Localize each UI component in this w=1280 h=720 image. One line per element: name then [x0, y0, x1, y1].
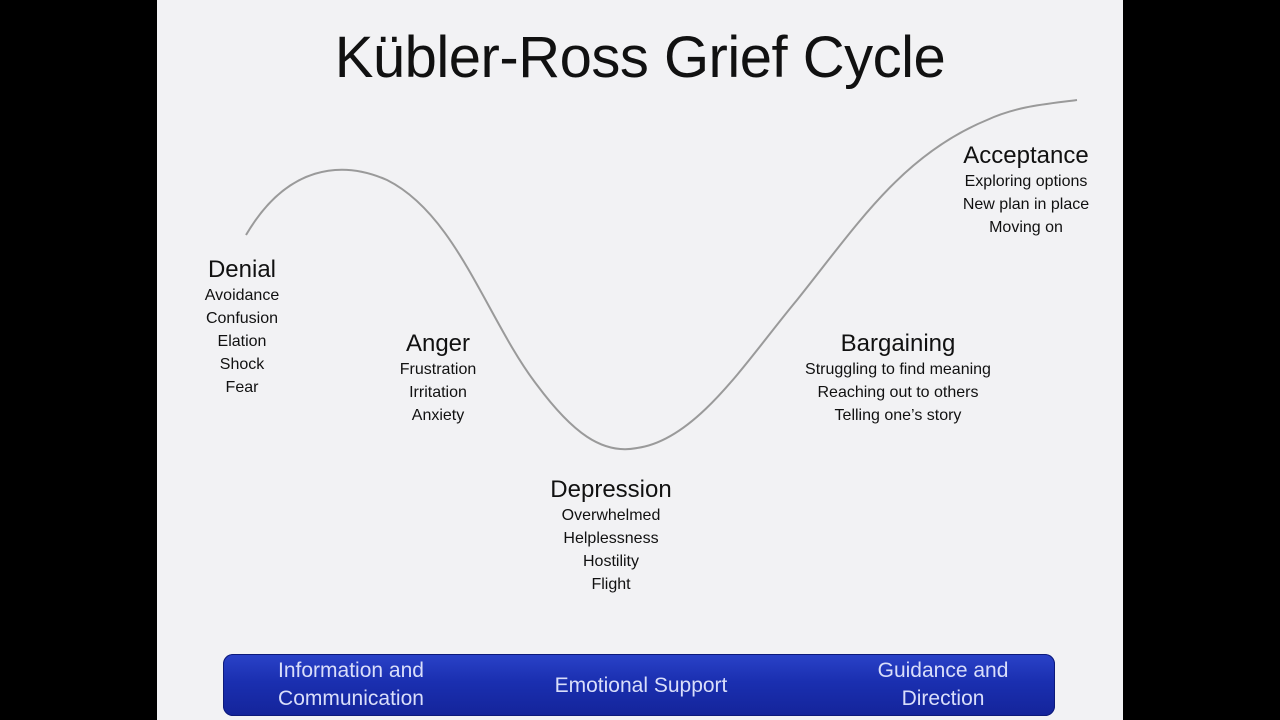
stage-item: Helplessness: [563, 530, 659, 547]
grief-curve: [245, 99, 1078, 451]
grief-curve-line: [245, 99, 1078, 451]
support-guidance: Guidance and Direction: [815, 657, 1071, 713]
support-guidance-line: Guidance and: [877, 659, 1009, 682]
diagram-title: Kübler-Ross Grief Cycle: [334, 25, 946, 90]
stage-item: Struggling to find meaning: [805, 361, 991, 378]
stage-depression: Depression Overwhelmed Helplessness Host…: [550, 476, 671, 596]
stage-item: Frustration: [399, 361, 477, 378]
stage-name: Depression: [550, 476, 672, 503]
stage-item: Moving on: [989, 219, 1063, 236]
stage-denial: Denial Avoidance Confusion Elation Shock…: [205, 256, 279, 399]
stage-item: Exploring options: [964, 173, 1088, 190]
stage-anger: Anger Frustration Irritation Anxiety: [400, 330, 476, 427]
stage-item: Anxiety: [411, 407, 465, 424]
stage-item: New plan in place: [962, 196, 1090, 213]
stage-item: Reaching out to others: [817, 384, 979, 401]
stage-item: Overwhelmed: [561, 507, 661, 524]
stage-item: Avoidance: [204, 287, 280, 304]
support-emotional: Emotional Support: [554, 674, 728, 697]
support-guidance-line: Direction: [901, 687, 985, 710]
stage-name: Bargaining: [840, 330, 956, 357]
stage-item: Telling one’s story: [834, 407, 962, 424]
support-bar: Information and Communication Emotional …: [223, 654, 1055, 716]
stage-item: Fear: [225, 379, 259, 396]
support-info: Information and Communication: [223, 657, 479, 713]
stage-acceptance: Acceptance Exploring options New plan in…: [963, 142, 1089, 239]
stage-item: Irritation: [409, 384, 467, 401]
stage-bargaining: Bargaining Struggling to find meaning Re…: [805, 330, 991, 427]
stage-item: Flight: [591, 576, 631, 593]
stage-item: Shock: [219, 356, 265, 373]
support-info-line: Communication: [278, 687, 424, 710]
stage-name: Anger: [405, 330, 471, 357]
stage-item: Hostility: [582, 553, 639, 570]
support-info-line: Information and: [278, 659, 424, 682]
stage-item: Confusion: [205, 310, 279, 327]
stage-name: Acceptance: [963, 142, 1089, 169]
stage-item: Elation: [217, 333, 267, 350]
slide: Kübler-Ross Grief Cycle Denial Avoidance…: [157, 0, 1123, 720]
stage-name: Denial: [207, 256, 277, 283]
